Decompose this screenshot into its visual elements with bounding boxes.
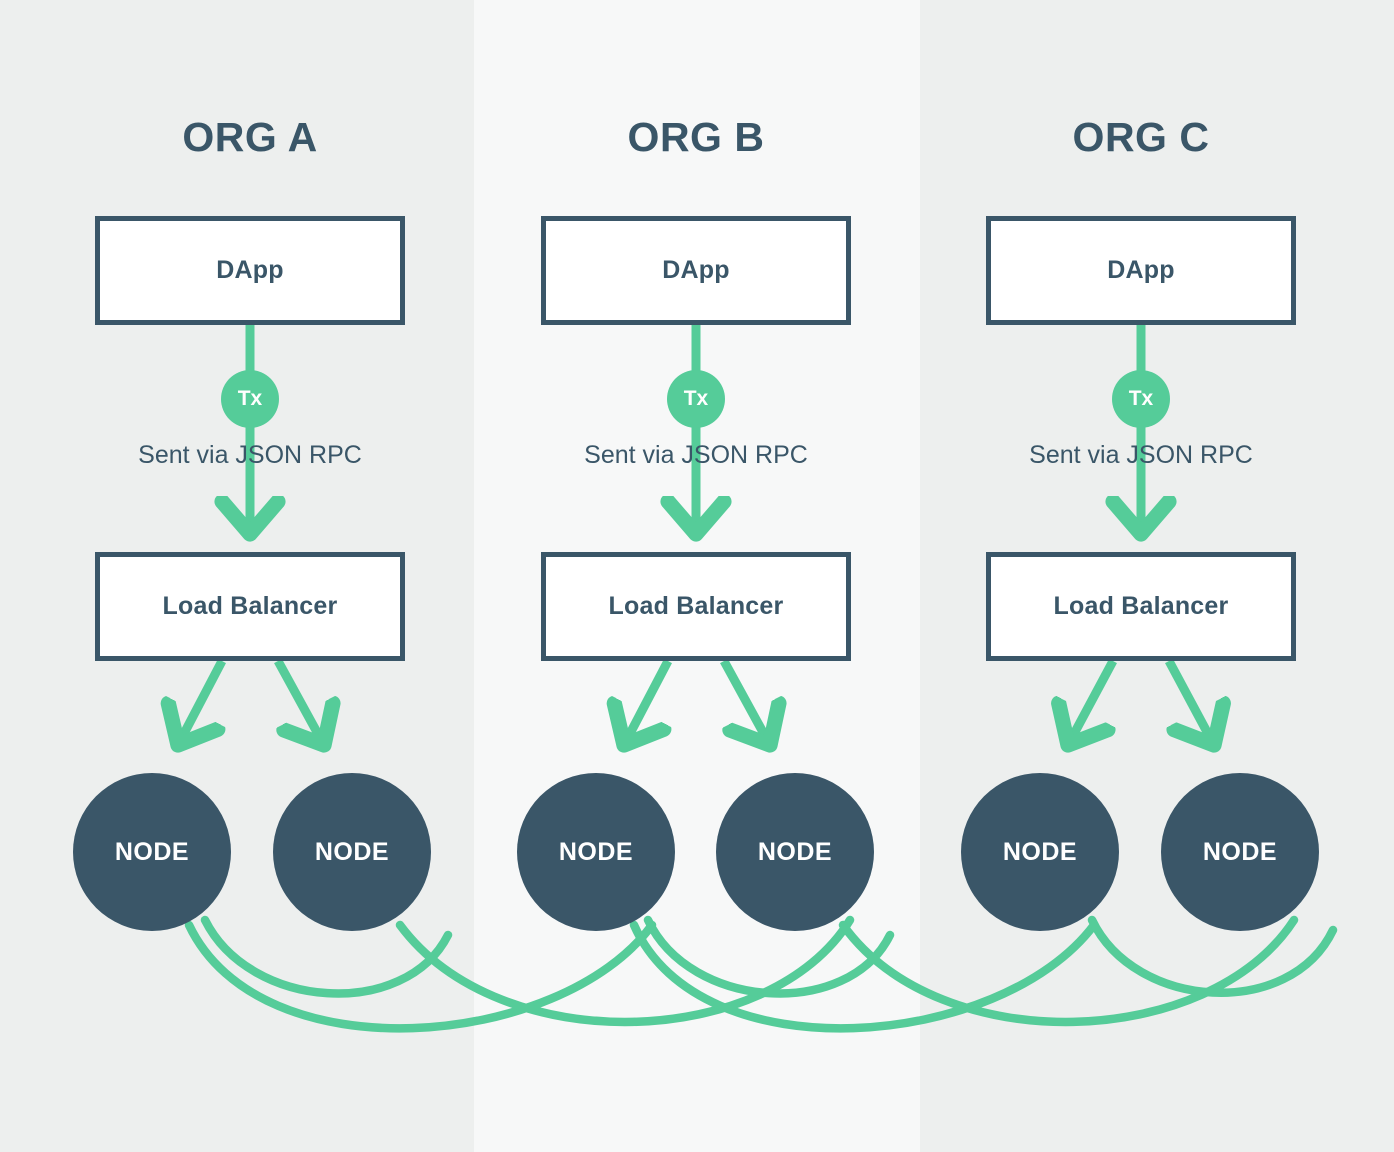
org-b-load-balancer-box[interactable]: Load Balancer [541,552,851,661]
org-a-node-2-label: NODE [314,837,390,866]
org-c-load-balancer-label: Load Balancer [1053,592,1229,620]
org-b-tx-label: Tx [683,387,709,410]
org-c-load-balancer-box[interactable]: Load Balancer [986,552,1296,661]
org-b-dapp-box[interactable]: DApp [541,216,851,325]
org-c-tx-badge[interactable]: Tx [1112,370,1170,428]
org-b-rpc-label: Sent via JSON RPC [584,441,808,469]
org-c-tx-label: Tx [1128,387,1154,410]
org-b-tx-badge[interactable]: Tx [667,370,725,428]
org-c-title: ORG C [1072,114,1210,160]
org-c-dapp-box[interactable]: DApp [986,216,1296,325]
org-a-node-2[interactable]: NODE [273,773,431,931]
org-a-load-balancer-label: Load Balancer [162,592,338,620]
org-c-node-1-label: NODE [1002,837,1078,866]
org-a-dapp-box[interactable]: DApp [95,216,405,325]
org-b-node-2[interactable]: NODE [716,773,874,931]
org-a-dapp-label: DApp [216,256,284,284]
org-c-rpc-label: Sent via JSON RPC [1029,441,1253,469]
org-a-node-1-label: NODE [114,837,190,866]
org-a-rpc-label: Sent via JSON RPC [138,441,362,469]
org-b-node-1[interactable]: NODE [517,773,675,931]
org-c-node-2[interactable]: NODE [1161,773,1319,931]
org-a-tx-label: Tx [237,387,263,410]
org-b-title: ORG B [627,114,765,160]
org-b-load-balancer-label: Load Balancer [608,592,784,620]
org-b-dapp-label: DApp [662,256,730,284]
org-c-dapp-label: DApp [1107,256,1175,284]
org-a-title: ORG A [182,114,318,160]
org-b-node-1-label: NODE [558,837,634,866]
org-b-node-2-label: NODE [757,837,833,866]
org-a-load-balancer-box[interactable]: Load Balancer [95,552,405,661]
org-a-node-1[interactable]: NODE [73,773,231,931]
org-c-node-2-label: NODE [1202,837,1278,866]
org-a-tx-badge[interactable]: Tx [221,370,279,428]
org-c-node-1[interactable]: NODE [961,773,1119,931]
